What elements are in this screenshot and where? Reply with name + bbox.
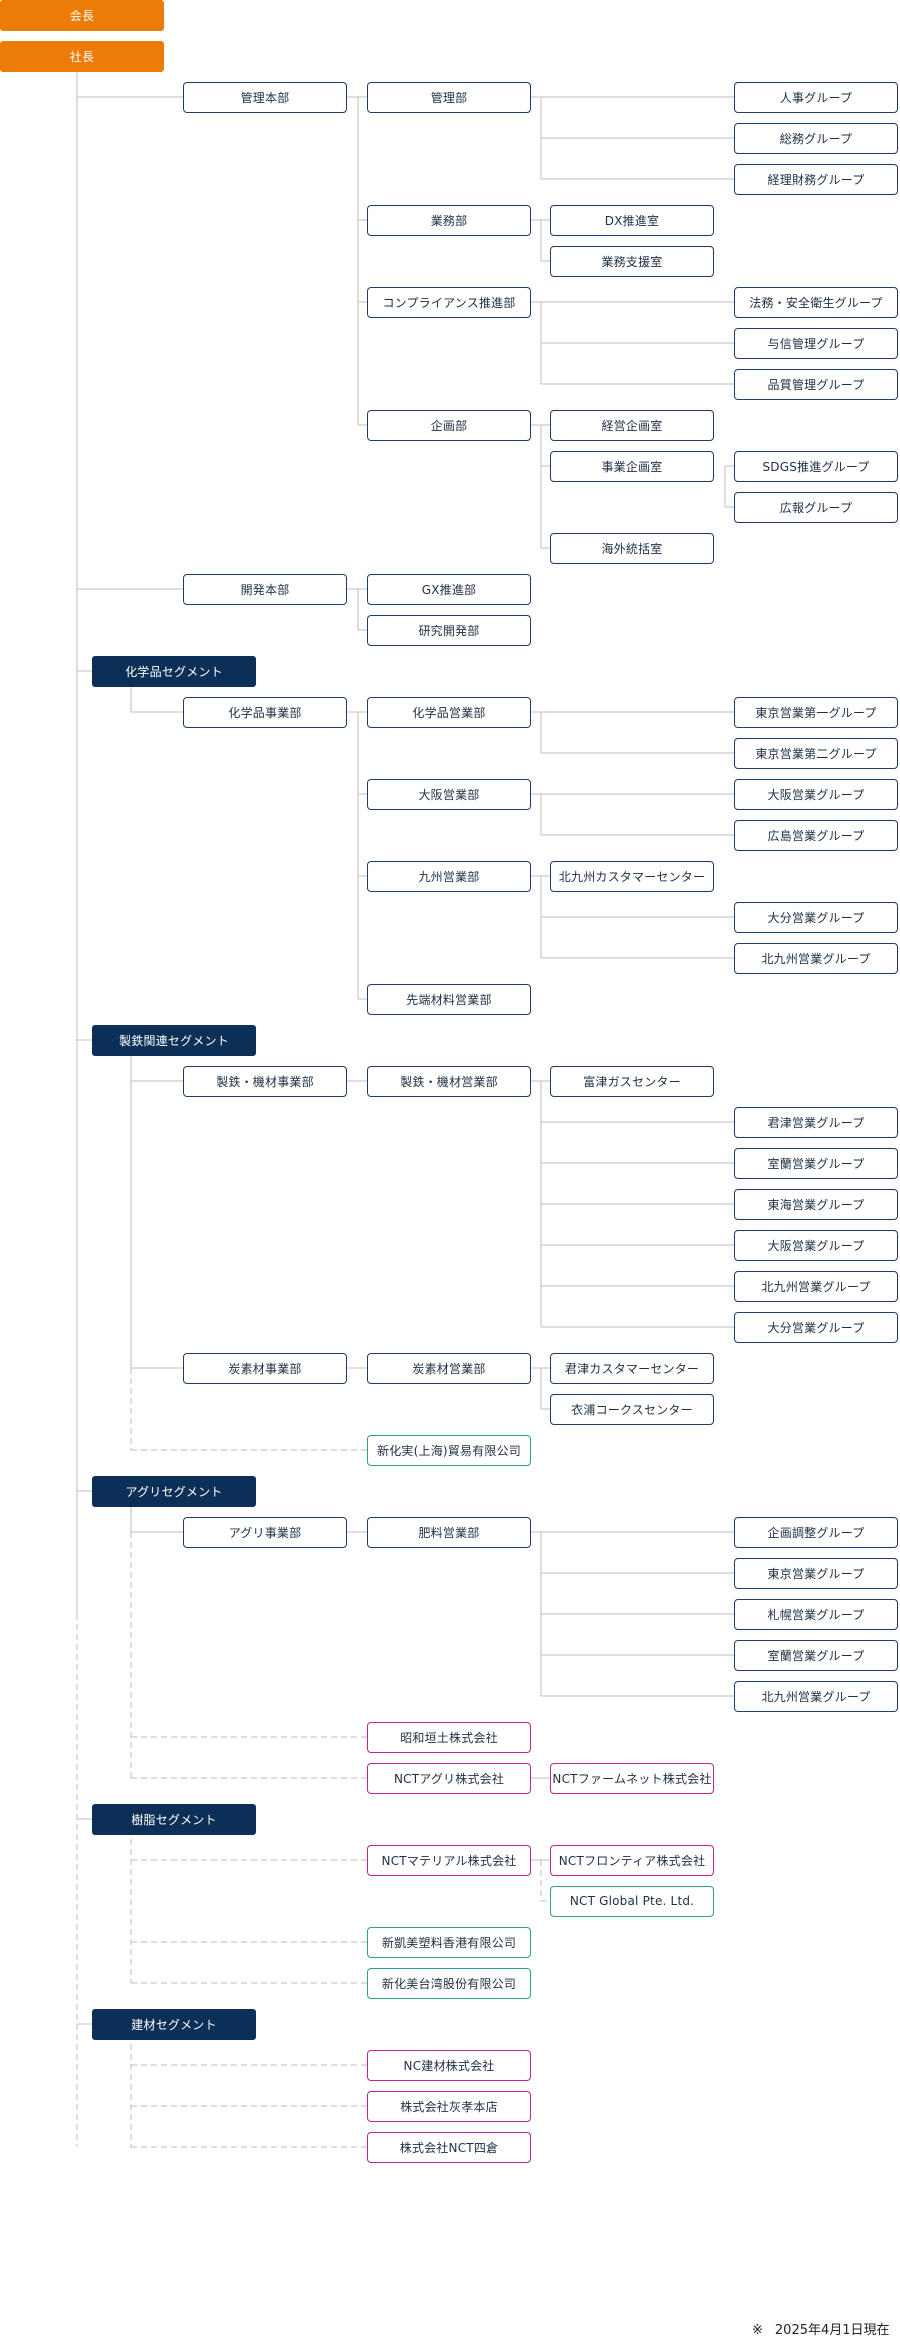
section-box[interactable]: 大阪営業グループ [734, 1229, 898, 1261]
affiliate-box[interactable]: 株式会社NCT四倉 [367, 2131, 531, 2163]
division-box[interactable]: 製鉄・機材事業部 [183, 1065, 347, 1097]
segment-agri[interactable]: アグリセグメント [92, 1475, 256, 1507]
section-box[interactable]: 君津カスタマーセンター [550, 1352, 714, 1384]
section-box[interactable]: 北九州営業グループ [734, 1270, 898, 1302]
section-box[interactable]: 東京営業第二グループ [734, 737, 898, 769]
section-box[interactable]: 大分営業グループ [734, 1311, 898, 1343]
department-box[interactable]: コンプライアンス推進部 [367, 286, 531, 318]
section-box[interactable]: 大阪営業グループ [734, 778, 898, 810]
section-box[interactable]: 経理財務グループ [734, 163, 898, 195]
section-box[interactable]: 広島営業グループ [734, 819, 898, 851]
as-of-date: 2025年4月1日現在 [774, 2323, 890, 2338]
department-box[interactable]: 化学品営業部 [367, 696, 531, 728]
department-box[interactable]: 企画部 [367, 409, 531, 441]
segment-steel[interactable]: 製鉄関連セグメント [92, 1024, 256, 1056]
section-box[interactable]: 君津営業グループ [734, 1106, 898, 1138]
department-box[interactable]: 業務部 [367, 204, 531, 236]
section-box[interactable]: 北九州営業グループ [734, 942, 898, 974]
affiliate-box[interactable]: 昭和垣土株式会社 [367, 1721, 531, 1753]
department-box[interactable]: 研究開発部 [367, 614, 531, 646]
affiliate-box[interactable]: 新化実(上海)貿易有限公司 [367, 1434, 531, 1466]
footnote-mark: ※ [752, 2323, 763, 2338]
section-box[interactable]: 経営企画室 [550, 409, 714, 441]
affiliate-box[interactable]: 新凱美塑料香港有限公司 [367, 1926, 531, 1958]
section-box[interactable]: 室蘭営業グループ [734, 1147, 898, 1179]
affiliate-sub-box[interactable]: NCTファームネット株式会社 [550, 1762, 714, 1794]
section-box[interactable]: 東海営業グループ [734, 1188, 898, 1220]
affiliate-box[interactable]: NCTアグリ株式会社 [367, 1762, 531, 1794]
group-box[interactable]: SDGS推進グループ [734, 450, 898, 482]
division-box[interactable]: 管理本部 [183, 81, 347, 113]
section-box[interactable]: 法務・安全衛生グループ [734, 286, 898, 318]
section-box[interactable]: 東京営業グループ [734, 1557, 898, 1589]
segment-building[interactable]: 建材セグメント [92, 2008, 256, 2040]
affiliate-sub-box[interactable]: NCTフロンティア株式会社 [550, 1844, 714, 1876]
group-box[interactable]: 広報グループ [734, 491, 898, 523]
section-box[interactable]: 室蘭営業グループ [734, 1639, 898, 1671]
department-box[interactable]: 先端材料営業部 [367, 983, 531, 1015]
affiliate-sub-box[interactable]: NCT Global Pte. Ltd. [550, 1885, 714, 1917]
section-box[interactable]: 事業企画室 [550, 450, 714, 482]
division-box[interactable]: 開発本部 [183, 573, 347, 605]
section-box[interactable]: 人事グループ [734, 81, 898, 113]
section-box[interactable]: 品質管理グループ [734, 368, 898, 400]
section-box[interactable]: 海外統括室 [550, 532, 714, 564]
division-box[interactable]: 炭素材事業部 [183, 1352, 347, 1384]
segment-chemical[interactable]: 化学品セグメント [92, 655, 256, 687]
segment-resin[interactable]: 樹脂セグメント [92, 1803, 256, 1835]
department-box[interactable]: 管理部 [367, 81, 531, 113]
section-box[interactable]: 企画調整グループ [734, 1516, 898, 1548]
section-box[interactable]: 業務支援室 [550, 245, 714, 277]
section-box[interactable]: 衣浦コークスセンター [550, 1393, 714, 1425]
department-box[interactable]: 製鉄・機材営業部 [367, 1065, 531, 1097]
section-box[interactable]: 北九州カスタマーセンター [550, 860, 714, 892]
affiliate-box[interactable]: 株式会社灰孝本店 [367, 2090, 531, 2122]
department-box[interactable]: 炭素材営業部 [367, 1352, 531, 1384]
as-of-note: ※ 2025年4月1日現在 [752, 2319, 890, 2338]
department-box[interactable]: 九州営業部 [367, 860, 531, 892]
president-box[interactable]: 社長 [0, 40, 164, 72]
chairman-box[interactable]: 会長 [0, 0, 164, 31]
department-box[interactable]: 肥料営業部 [367, 1516, 531, 1548]
section-box[interactable]: 大分営業グループ [734, 901, 898, 933]
section-box[interactable]: 総務グループ [734, 122, 898, 154]
affiliate-box[interactable]: NCTマテリアル株式会社 [367, 1844, 531, 1876]
section-box[interactable]: DX推進室 [550, 204, 714, 236]
affiliate-box[interactable]: 新化美台湾股份有限公司 [367, 1967, 531, 1999]
division-box[interactable]: アグリ事業部 [183, 1516, 347, 1548]
department-box[interactable]: 大阪営業部 [367, 778, 531, 810]
division-box[interactable]: 化学品事業部 [183, 696, 347, 728]
affiliate-box[interactable]: NC建材株式会社 [367, 2049, 531, 2081]
section-box[interactable]: 富津ガスセンター [550, 1065, 714, 1097]
section-box[interactable]: 札幌営業グループ [734, 1598, 898, 1630]
department-box[interactable]: GX推進部 [367, 573, 531, 605]
section-box[interactable]: 与信管理グループ [734, 327, 898, 359]
section-box[interactable]: 東京営業第一グループ [734, 696, 898, 728]
section-box[interactable]: 北九州営業グループ [734, 1680, 898, 1712]
